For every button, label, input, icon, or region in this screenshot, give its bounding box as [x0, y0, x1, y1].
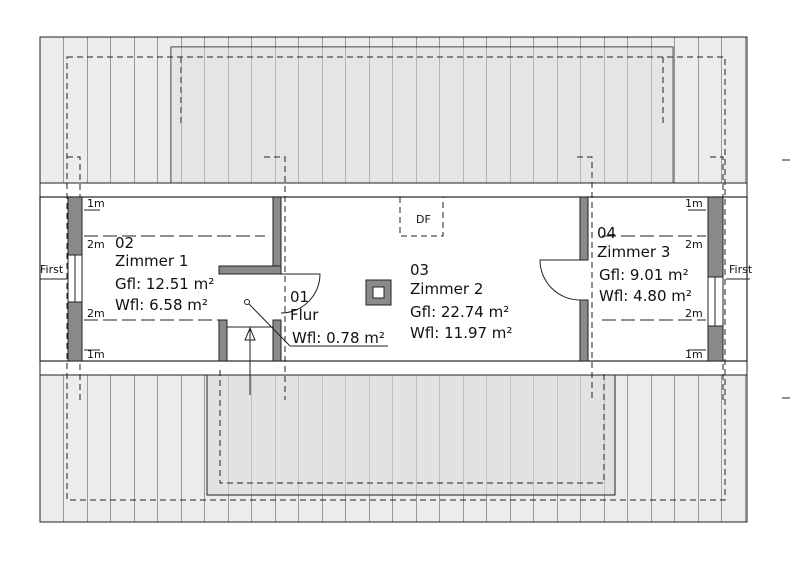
room-gfl: Gfl: 12.51 m² — [115, 275, 214, 293]
room-number: 01 — [290, 288, 309, 306]
room-gfl: Gfl: 22.74 m² — [410, 303, 509, 321]
height-label-1m: 1m — [87, 197, 105, 210]
room-wfl: Wfl: 4.80 m² — [599, 287, 692, 305]
doors — [227, 259, 581, 395]
room-number: 04 — [597, 224, 616, 242]
room-name: Zimmer 2 — [410, 280, 483, 298]
chimney-icon — [365, 279, 392, 306]
eave-top — [39, 182, 748, 198]
ridge-label-left: First — [40, 263, 64, 276]
dormer-label: DF — [416, 213, 431, 226]
wall-right-upper — [707, 196, 724, 278]
walls — [67, 196, 724, 362]
eave-bottom — [39, 360, 748, 376]
ridge-label-right: First — [729, 263, 753, 276]
roof-top — [39, 36, 748, 184]
room-name: Zimmer 3 — [597, 243, 670, 261]
wall-z3-lower — [579, 299, 589, 362]
wall-flur-bottom-left — [218, 319, 228, 362]
height-label-2m: 2m — [685, 307, 703, 320]
wall-flur-bottom-right — [272, 319, 282, 362]
room-flur: 01 Flur Wfl: 0.78 m² — [290, 288, 385, 347]
room-number: 03 — [410, 261, 429, 279]
wall-flur-horizontal — [218, 265, 282, 275]
flur-leader — [244, 299, 388, 347]
ridge-lines — [40, 159, 790, 399]
height-label-2m: 2m — [685, 238, 703, 251]
door-z3 — [539, 259, 581, 301]
height-label-2m: 2m — [87, 307, 105, 320]
wall-flur-top — [272, 196, 282, 275]
height-label-1m: 1m — [685, 197, 703, 210]
room-gfl: Gfl: 9.01 m² — [599, 266, 689, 284]
interior-floor — [39, 196, 748, 362]
height-label-2m: 2m — [87, 238, 105, 251]
door-flur-z2 — [280, 273, 321, 314]
annotation-labels: DF First First 1m 2m 2m 1m 1m 2m 2m 1m — [40, 197, 753, 361]
room-zimmer-1: 02 Zimmer 1 Gfl: 12.51 m² Wfl: 6.58 m² — [115, 234, 214, 314]
wall-left-lower — [67, 301, 83, 362]
height-label-1m: 1m — [87, 348, 105, 361]
room-number: 02 — [115, 234, 134, 252]
room-wfl: Wfl: 6.58 m² — [115, 296, 208, 314]
room-wfl: Wfl: 11.97 m² — [410, 324, 512, 342]
wall-right-lower — [707, 325, 724, 362]
room-name: Flur — [290, 306, 319, 324]
room-zimmer-3: 04 Zimmer 3 Gfl: 9.01 m² Wfl: 4.80 m² — [597, 224, 692, 305]
room-zimmer-2: 03 Zimmer 2 Gfl: 22.74 m² Wfl: 11.97 m² — [410, 261, 512, 342]
wall-z3-upper — [579, 196, 589, 261]
room-name: Zimmer 1 — [115, 252, 188, 270]
wall-left-upper — [67, 196, 83, 256]
height-lines — [84, 209, 706, 351]
windows — [67, 254, 724, 327]
room-wfl: Wfl: 0.78 m² — [292, 329, 385, 347]
height-label-1m: 1m — [685, 348, 703, 361]
